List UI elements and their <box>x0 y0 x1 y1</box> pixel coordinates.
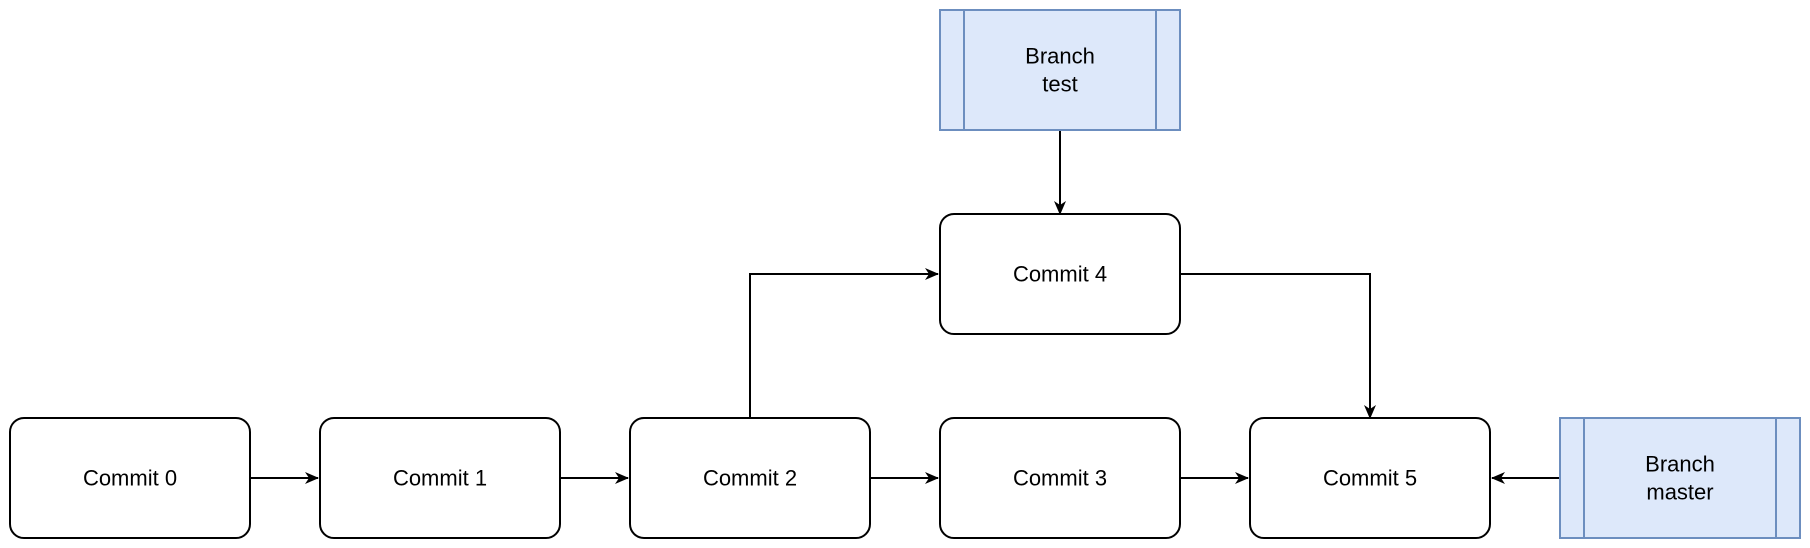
commit-label: Commit 4 <box>1013 262 1107 287</box>
edge-commit2-to-commit4 <box>749 268 939 418</box>
commit-node-1: Commit 1 <box>319 417 561 539</box>
branch-node-test: Branch test <box>939 9 1181 131</box>
commit-node-4: Commit 4 <box>939 213 1181 335</box>
commit-label: Commit 0 <box>83 466 177 491</box>
commit-node-3: Commit 3 <box>939 417 1181 539</box>
branch-node-master: Branch master <box>1559 417 1801 539</box>
commit-node-5: Commit 5 <box>1249 417 1491 539</box>
branch-label-line1: Branch <box>1645 452 1715 477</box>
commit-label: Commit 5 <box>1323 466 1417 491</box>
commit-label: Commit 1 <box>393 466 487 491</box>
commit-node-0: Commit 0 <box>9 417 251 539</box>
branch-label-line1: Branch <box>1025 44 1095 69</box>
commit-label: Commit 2 <box>703 466 797 491</box>
edges <box>250 130 1560 484</box>
branch-label-line2: test <box>1042 72 1077 97</box>
commit-label: Commit 3 <box>1013 466 1107 491</box>
commit-node-2: Commit 2 <box>629 417 871 539</box>
edge-commit4-to-commit5 <box>1180 273 1376 419</box>
branch-label-line2: master <box>1646 480 1713 505</box>
